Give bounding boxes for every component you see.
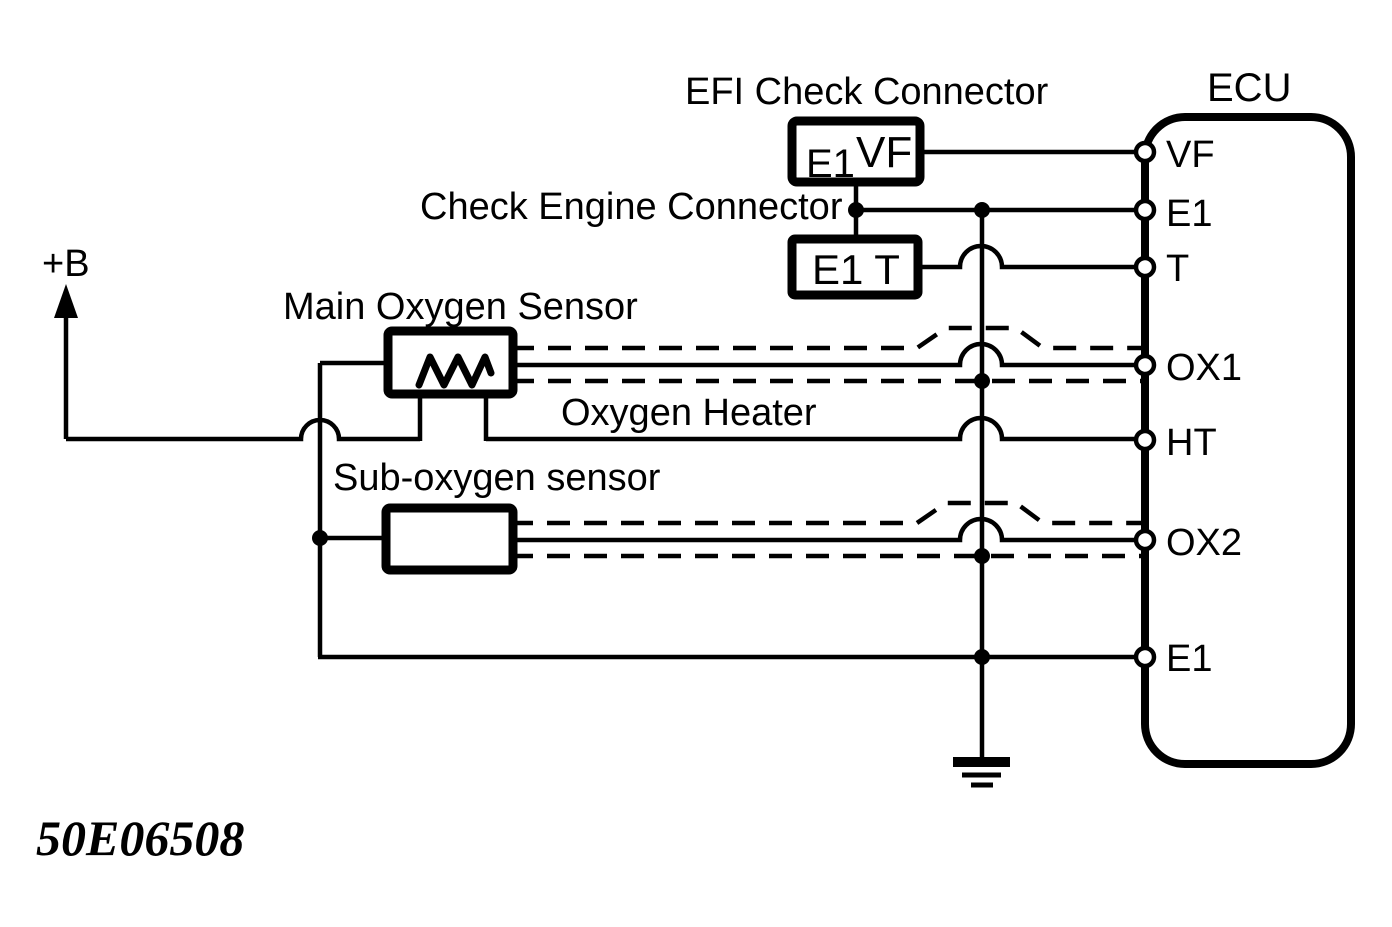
wire-ox1-shield-top — [511, 325, 1141, 351]
up-arrow-icon — [54, 284, 78, 318]
efi-box-pin-e1: E1 — [806, 142, 855, 186]
check-engine-connector-label: Check Engine Connector — [420, 186, 843, 228]
wire-t — [916, 243, 1137, 270]
pin-label-vf: VF — [1166, 134, 1215, 176]
pin-terminal-t — [1133, 255, 1157, 279]
pin-label-e1-top: E1 — [1166, 193, 1212, 235]
junction-dot — [848, 202, 864, 218]
pin-terminal-e1-top — [1133, 198, 1157, 222]
junction-dot — [974, 373, 990, 389]
wires — [63, 149, 1137, 758]
junction-dot — [974, 548, 990, 564]
wire-ox1-signal — [511, 341, 1137, 368]
wire-plusb-horizontal — [66, 417, 420, 442]
heater-resistor-icon — [415, 353, 495, 389]
main-oxygen-sensor-box — [383, 326, 518, 399]
plus-b-label: +B — [42, 243, 90, 285]
sub-oxygen-sensor-box — [381, 503, 518, 575]
pin-label-ox1: OX1 — [1166, 347, 1242, 389]
efi-check-connector-box — [787, 116, 925, 187]
check-engine-connector-box — [787, 234, 923, 300]
wire-ox2-shield-top — [510, 500, 1141, 526]
efi-check-connector-label: EFI Check Connector — [685, 71, 1049, 113]
ecu-label: ECU — [1207, 66, 1291, 110]
wire-ox2-signal — [511, 516, 1137, 543]
main-oxygen-sensor-label: Main Oxygen Sensor — [283, 286, 638, 328]
pin-label-ox2: OX2 — [1166, 522, 1242, 564]
junction-dot — [974, 649, 990, 665]
pin-terminal-ox2 — [1133, 528, 1157, 552]
pin-terminal-vf — [1133, 140, 1157, 164]
ecu-pin-labels: VF E1 T OX1 HT OX2 E1 — [1166, 134, 1242, 680]
oxygen-heater-label: Oxygen Heater — [561, 392, 817, 434]
sub-oxygen-sensor-label: Sub-oxygen sensor — [333, 457, 661, 499]
junction-dots — [312, 202, 990, 665]
efi-box-pin-vf: VF — [856, 128, 912, 177]
shield-wires — [510, 325, 1141, 559]
pin-terminal-ox1 — [1133, 353, 1157, 377]
pin-label-ht: HT — [1166, 422, 1217, 464]
ecu-pin-terminals — [1133, 140, 1157, 669]
figure-id: 50E06508 — [36, 810, 244, 866]
check-engine-box-text: E1 T — [812, 246, 900, 293]
pin-label-t: T — [1166, 248, 1189, 290]
junction-dot — [312, 530, 328, 546]
pin-terminal-e1-bottom — [1133, 645, 1157, 669]
pin-terminal-ht — [1133, 428, 1157, 452]
junction-dot — [974, 202, 990, 218]
pin-label-e1-bottom: E1 — [1166, 638, 1212, 680]
earth-ground-icon — [953, 757, 1010, 788]
